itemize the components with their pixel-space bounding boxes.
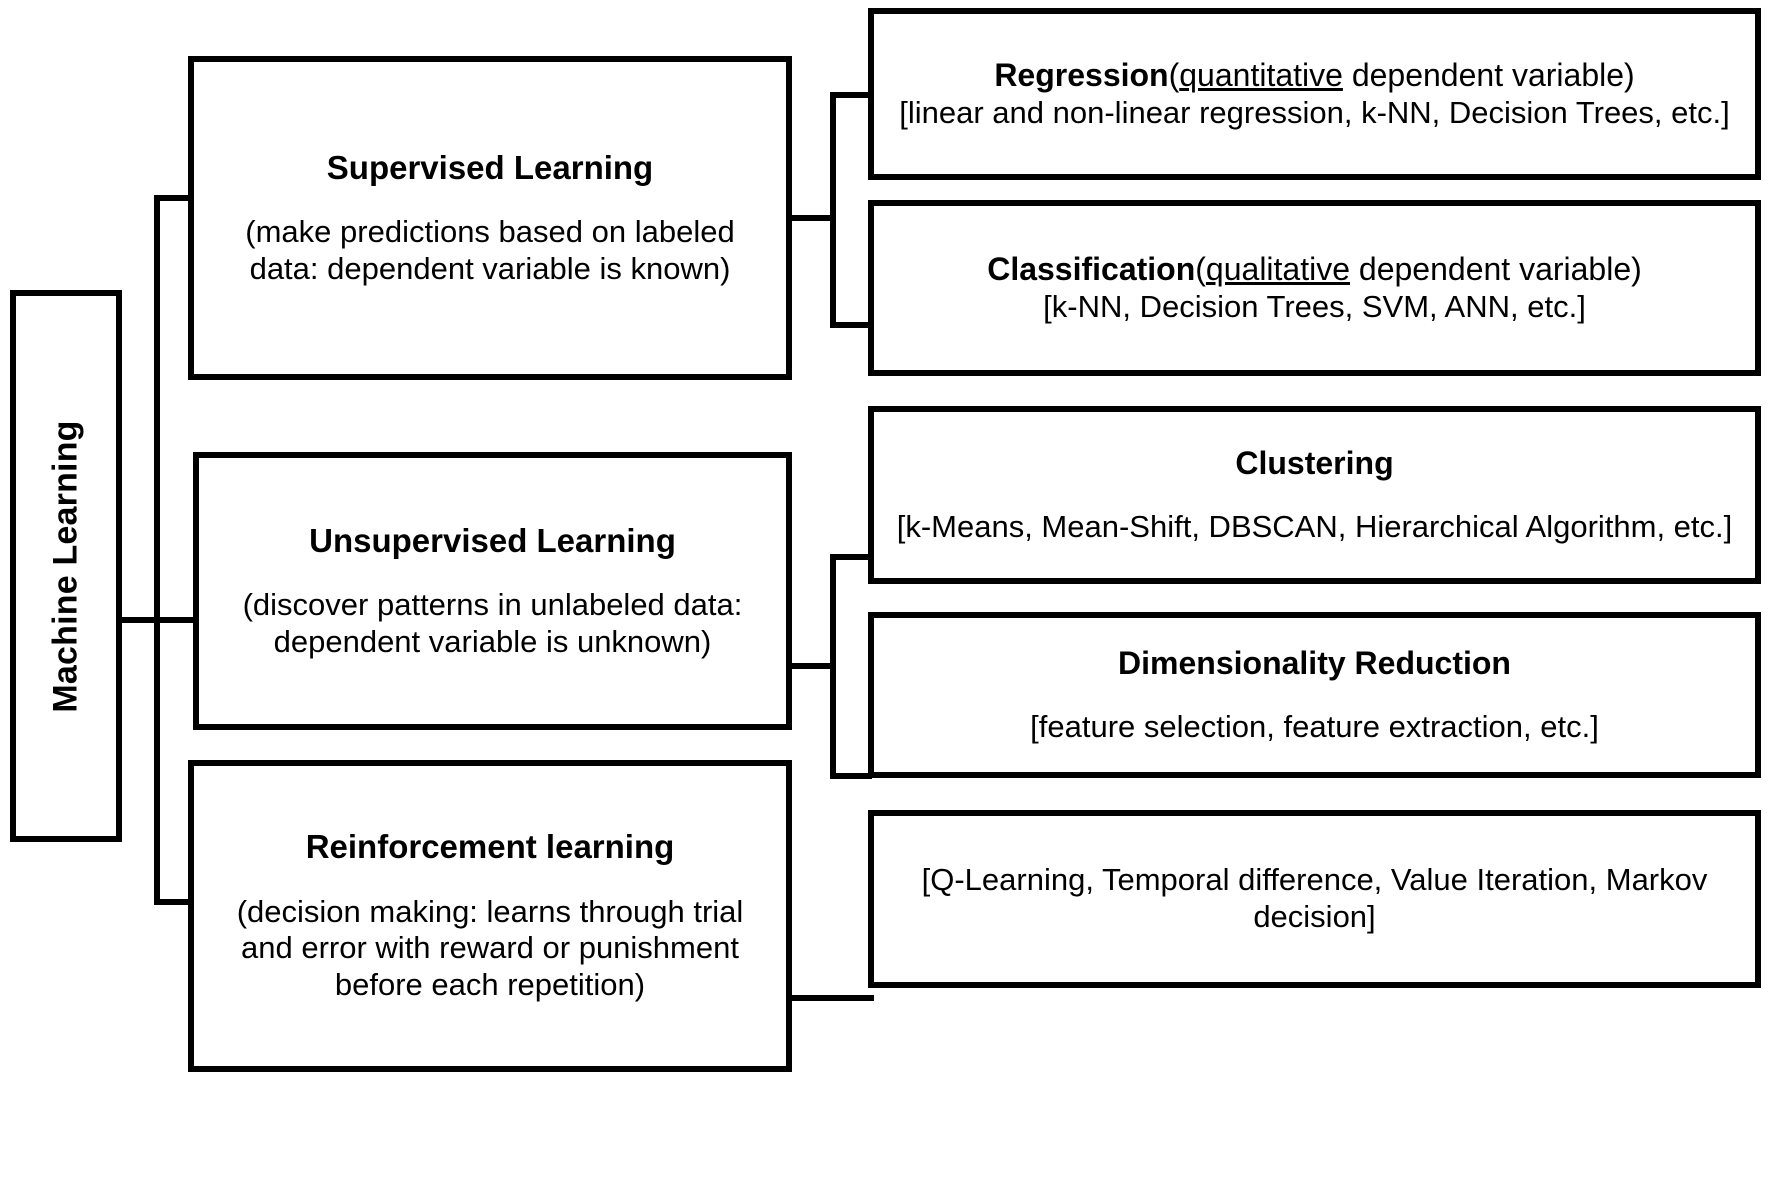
connector-trunk-to-reinforcement xyxy=(154,899,194,905)
connector-supervised-to-regression xyxy=(830,92,872,98)
node-unsupervised-learning-title: Unsupervised Learning xyxy=(309,521,676,559)
connector-supervised-stub xyxy=(788,215,836,221)
node-dimensionality-reduction-title: Dimensionality Reduction xyxy=(1118,644,1511,681)
connector-trunk-to-supervised xyxy=(154,195,194,201)
connector-unsupervised-to-dimreduction xyxy=(830,773,872,779)
node-classification-qualifier-underlined: qualitative xyxy=(1205,250,1351,287)
connector-unsupervised-to-clustering xyxy=(830,554,872,560)
connector-unsupervised-stub xyxy=(788,663,836,669)
node-classification-title: Classification xyxy=(987,250,1196,287)
node-reinforcement-learning-description: (decision making: learns through trial a… xyxy=(236,893,744,1002)
node-classification-qualifier-suffix: dependent variable) xyxy=(1350,250,1642,287)
node-regression-qualifier-underlined: quantitative xyxy=(1179,56,1343,93)
connector-supervised-trunk xyxy=(830,92,836,328)
node-regression-title: Regression xyxy=(994,56,1169,93)
connector-root-trunk xyxy=(154,195,160,905)
node-supervised-learning[interactable]: Supervised Learning (make predictions ba… xyxy=(188,56,792,380)
node-clustering-examples: [k-Means, Mean-Shift, DBSCAN, Hierarchic… xyxy=(896,508,1733,544)
node-classification-examples: [k-NN, Decision Trees, SVM, ANN, etc.] xyxy=(1043,288,1586,324)
node-supervised-learning-description: (make predictions based on labeled data:… xyxy=(245,214,735,286)
node-regression-examples: [linear and non-linear regression, k-NN,… xyxy=(899,94,1730,130)
node-machine-learning-label: Machine Learning xyxy=(46,419,85,713)
node-regression-qualifier-prefix: ( xyxy=(1168,56,1180,93)
node-classification[interactable]: Classification(qualitative dependent var… xyxy=(868,200,1761,376)
connector-unsupervised-trunk xyxy=(830,554,836,779)
node-regression-qualifier-suffix: dependent variable) xyxy=(1342,56,1635,93)
node-clustering-title: Clustering xyxy=(1235,444,1394,481)
node-reinforcement-algorithms[interactable]: [Q-Learning, Temporal difference, Value … xyxy=(868,810,1761,988)
node-machine-learning[interactable]: Machine Learning xyxy=(10,290,122,842)
connector-root-stub xyxy=(118,617,160,623)
connector-supervised-to-classification xyxy=(830,322,872,328)
node-dimensionality-reduction-examples: [feature selection, feature extraction, … xyxy=(1030,708,1599,744)
node-unsupervised-learning[interactable]: Unsupervised Learning (discover patterns… xyxy=(193,452,792,730)
node-unsupervised-learning-description: (discover patterns in unlabeled data: de… xyxy=(242,587,743,659)
node-classification-headline: Classification(qualitative dependent var… xyxy=(987,251,1642,289)
node-classification-qualifier-prefix: ( xyxy=(1195,250,1206,287)
node-reinforcement-learning[interactable]: Reinforcement learning (decision making:… xyxy=(188,760,792,1072)
node-clustering[interactable]: Clustering [k-Means, Mean-Shift, DBSCAN,… xyxy=(868,406,1761,584)
node-reinforcement-algorithms-examples: [Q-Learning, Temporal difference, Value … xyxy=(921,862,1708,934)
connector-reinforcement-to-algorithms xyxy=(788,995,874,1001)
node-reinforcement-learning-title: Reinforcement learning xyxy=(305,828,675,866)
node-regression[interactable]: Regression(quantitative dependent variab… xyxy=(868,8,1761,180)
node-dimensionality-reduction[interactable]: Dimensionality Reduction [feature select… xyxy=(868,612,1761,778)
node-regression-headline: Regression(quantitative dependent variab… xyxy=(994,57,1634,95)
connector-trunk-to-unsupervised xyxy=(154,617,199,623)
node-supervised-learning-title: Supervised Learning xyxy=(326,148,654,186)
